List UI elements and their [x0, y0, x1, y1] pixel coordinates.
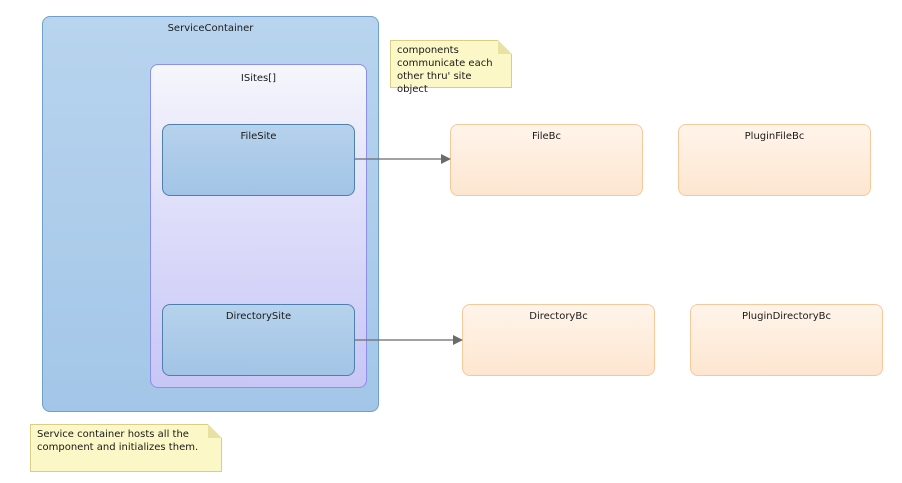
directory-bc-box[interactable]: DirectoryBc — [462, 304, 655, 376]
plugin-file-bc-label: PluginFileBc — [744, 131, 805, 142]
isites-label: ISites[] — [240, 73, 277, 84]
directory-site-box[interactable]: DirectorySite — [162, 304, 355, 376]
file-bc-label: FileBc — [531, 131, 562, 142]
file-site-box[interactable]: FileSite — [162, 124, 355, 196]
note-site-communication[interactable]: components communicate each other thru' … — [390, 40, 512, 95]
directory-site-label: DirectorySite — [225, 311, 292, 322]
plugin-file-bc-box[interactable]: PluginFileBc — [678, 124, 871, 196]
service-container-label: ServiceContainer — [167, 23, 254, 34]
plugin-directory-bc-label: PluginDirectoryBc — [741, 311, 832, 322]
directory-bc-label: DirectoryBc — [529, 311, 588, 322]
plugin-directory-bc-box[interactable]: PluginDirectoryBc — [690, 304, 883, 376]
file-site-label: FileSite — [240, 131, 277, 142]
file-bc-box[interactable]: FileBc — [450, 124, 643, 196]
note-service-container[interactable]: Service container hosts all the componen… — [30, 424, 222, 472]
